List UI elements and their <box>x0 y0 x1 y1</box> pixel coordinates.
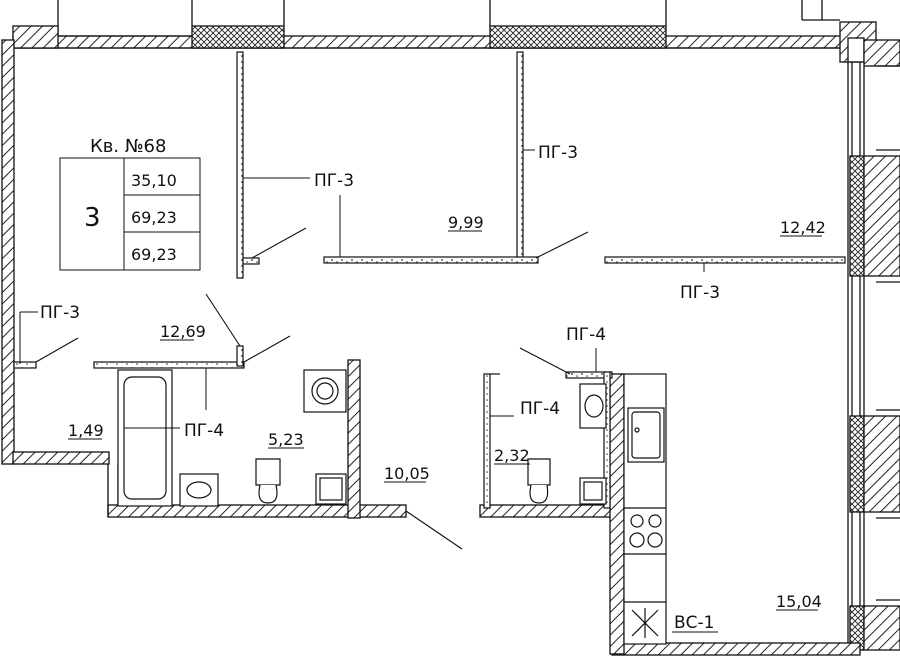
apartment-title: Кв. №68 <box>90 136 166 157</box>
vent-riser-icon <box>631 608 659 638</box>
area-bedroom-center: 9,99 <box>448 213 484 232</box>
area-kitchen: 15,04 <box>776 592 822 611</box>
partition-bedroom-bottom <box>323 256 539 264</box>
area-bathroom: 5,23 <box>268 430 304 449</box>
partition-bath-top <box>93 361 245 369</box>
apartment-info-table <box>59 157 201 271</box>
partition-bedroom-mid <box>516 51 524 263</box>
kitchen-left-wall <box>609 373 625 655</box>
bath-toilet <box>255 458 281 486</box>
bottom-wall-left <box>12 451 110 465</box>
right-wall <box>847 39 861 648</box>
partition-wc-top <box>565 371 613 379</box>
partition-bedroom-right-bottom <box>604 256 846 264</box>
partitions <box>13 51 846 509</box>
area-total-2: 69,23 <box>131 245 177 264</box>
top-window-mid <box>489 25 667 49</box>
partition-wc-right <box>603 371 611 509</box>
bottom-wall-wc <box>479 504 613 518</box>
top-wall <box>12 35 860 49</box>
partition-bedroom-left <box>236 51 244 279</box>
kitchen-stove <box>629 514 663 548</box>
tag-pg4-wc-top: ПГ-4 <box>566 325 606 345</box>
top-left-pier <box>12 25 59 49</box>
bath-shaft-wall <box>347 359 361 519</box>
right-window-mid <box>849 415 865 513</box>
area-living: 35,10 <box>131 171 177 190</box>
tag-pg3-bedroom-right: ПГ-3 <box>680 283 720 303</box>
bathtub-inner <box>123 376 167 500</box>
area-wc: 2,32 <box>494 446 530 465</box>
right-window-top <box>849 155 865 277</box>
tag-pg4-wc-side: ПГ-4 <box>520 399 560 419</box>
rooms-count: 3 <box>84 203 101 233</box>
door-swings <box>35 227 589 550</box>
area-total: 69,23 <box>131 208 177 227</box>
tag-vent-riser: ВС-1 <box>674 613 714 633</box>
tag-pg3-closet: ПГ-3 <box>40 303 80 323</box>
bottom-wall-bath <box>107 504 407 518</box>
tag-pg3-bedroom-left: ПГ-3 <box>314 171 354 191</box>
area-closet: 1,49 <box>68 421 104 440</box>
left-wall <box>1 39 15 465</box>
tag-pg4-bath-tub: ПГ-4 <box>184 421 224 441</box>
bottom-wall-kitchen <box>611 642 861 656</box>
partition-closet <box>13 361 37 369</box>
tag-pg3-bedroom-mid: ПГ-3 <box>538 143 578 163</box>
wc-toilet <box>527 458 551 486</box>
partition-wc-left <box>483 373 491 509</box>
area-living: 12,69 <box>160 322 206 341</box>
area-hall: 10,05 <box>384 464 430 483</box>
tag-leaders <box>19 149 822 633</box>
area-bedroom-right: 12,42 <box>780 218 826 237</box>
fixtures <box>117 369 667 645</box>
top-window-left <box>191 25 285 49</box>
